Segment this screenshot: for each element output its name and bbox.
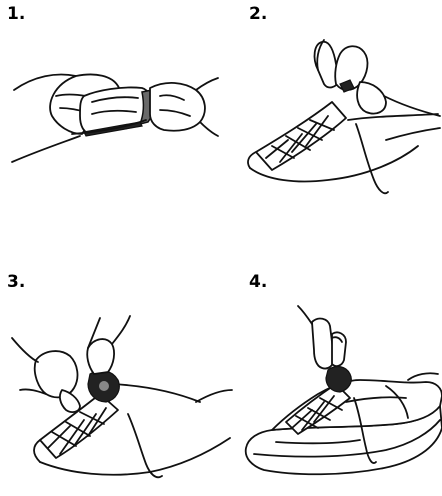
- pressing-finger: [312, 319, 334, 369]
- finger-pressing-lace-lock-drawing: [236, 298, 442, 492]
- shoe-toe: [248, 152, 256, 168]
- forearm: [298, 306, 312, 324]
- left-forearm: [12, 338, 38, 362]
- shoe-collar: [112, 384, 200, 402]
- right-palm: [357, 82, 386, 114]
- shoe-toe: [34, 440, 40, 462]
- shoe-heel: [196, 390, 232, 402]
- step-3-illustration: [0, 298, 236, 492]
- step-4-label: 4.: [249, 274, 267, 291]
- right-fingers: [87, 339, 114, 374]
- lace-lock-device: [326, 367, 351, 392]
- right-forearm: [384, 96, 440, 116]
- dangling-lace: [356, 124, 388, 193]
- lace-lock-button: [99, 381, 109, 391]
- step-1-label: 1.: [7, 6, 25, 23]
- step-4-illustration: [236, 298, 442, 492]
- shoe-collar: [348, 114, 438, 120]
- step-3-label: 3.: [7, 274, 25, 291]
- step-1-illustration: [0, 30, 220, 210]
- step-2-label: 2.: [249, 6, 267, 23]
- left-arm-outline: [12, 136, 80, 162]
- hands-pulling-laces-drawing: [236, 30, 442, 220]
- right-forearm-2: [112, 316, 130, 344]
- left-hand: [35, 351, 78, 397]
- right-arm-outline: [196, 78, 218, 90]
- hands-holding-lace-lock-drawing: [0, 30, 220, 210]
- hands-adjusting-lace-lock-drawing: [0, 298, 236, 492]
- shoe-heel: [386, 128, 440, 140]
- right-arm-lower: [200, 122, 218, 136]
- heel-collar: [408, 373, 438, 380]
- dangling-lace: [128, 414, 162, 477]
- step-2-illustration: [236, 30, 442, 220]
- left-thumb: [60, 390, 80, 412]
